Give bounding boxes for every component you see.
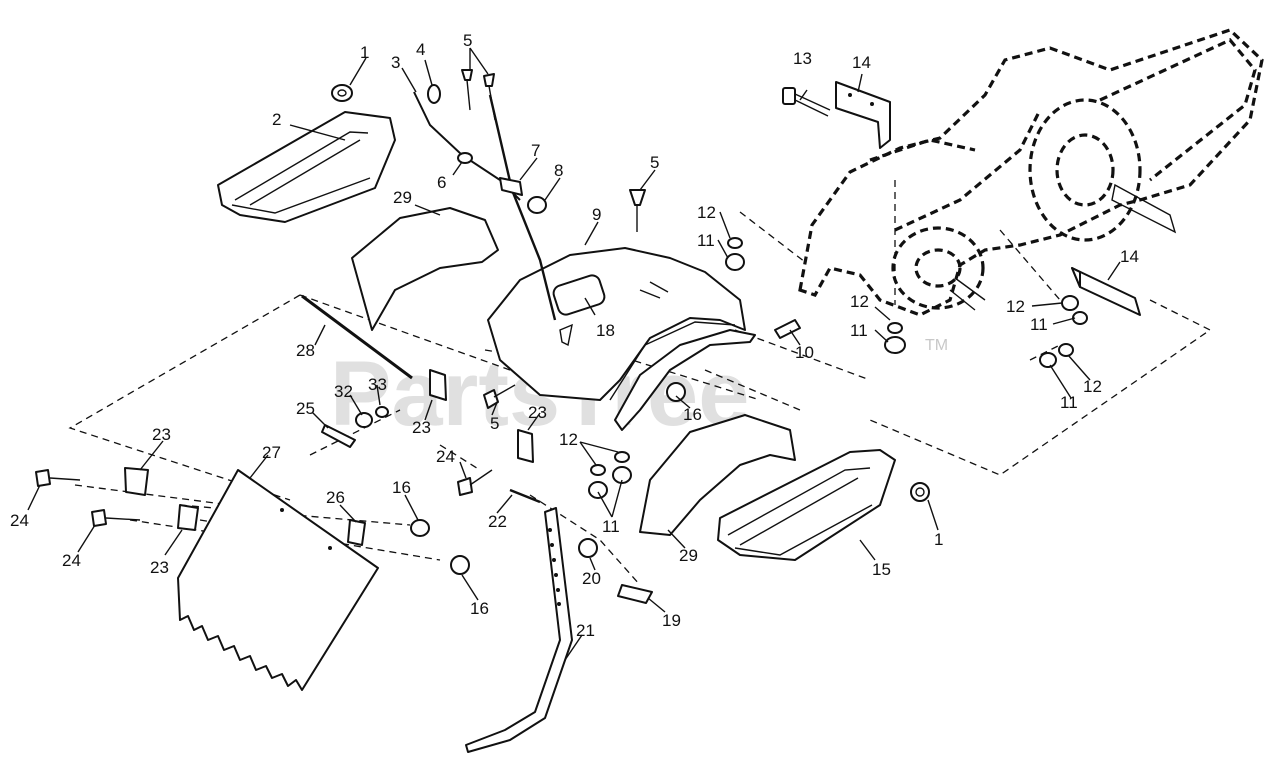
- callout-26: 26: [326, 488, 345, 507]
- callout-11-b: 11: [850, 321, 868, 340]
- callout-29-upper: 29: [393, 188, 412, 207]
- callout-4: 4: [416, 40, 425, 59]
- callout-24-bottom: 24: [62, 551, 81, 570]
- callout-5-low: 5: [490, 414, 499, 433]
- callout-18: 18: [596, 321, 615, 340]
- callout-22: 22: [488, 512, 507, 531]
- watermark-trademark: TM: [925, 337, 948, 354]
- callout-11-d: 11: [1060, 393, 1078, 412]
- hood-liner: [614, 329, 756, 431]
- callout-32: 32: [334, 382, 353, 401]
- callout-12-d: 12: [1083, 377, 1102, 396]
- side-shield-2: [217, 111, 396, 223]
- callout-2: 2: [272, 110, 281, 129]
- callout-11-a: 11: [697, 231, 715, 250]
- tine-hood-9: [487, 247, 746, 401]
- callout-12-a: 12: [697, 203, 716, 222]
- callout-23-mid: 23: [528, 403, 547, 422]
- callout-1-left: 1: [360, 43, 369, 62]
- callout-13: 13: [793, 49, 812, 68]
- fender-29-upper: [351, 207, 499, 331]
- callout-14-upper: 14: [852, 53, 871, 72]
- callout-5-top: 5: [463, 31, 472, 50]
- callout-15: 15: [872, 560, 891, 579]
- callout-23-bottom-left: 23: [150, 558, 169, 577]
- callout-numbers: 1 2 3 4 5 6 7 8 9 5 29 13 14 14 12 11 12…: [10, 31, 1139, 640]
- callout-25: 25: [296, 399, 315, 418]
- callout-27: 27: [262, 443, 281, 462]
- callout-23-left: 23: [412, 418, 431, 437]
- callout-16-left: 16: [392, 478, 411, 497]
- callout-23-top-left: 23: [152, 425, 171, 444]
- callout-16-bottom: 16: [470, 599, 489, 618]
- callout-7: 7: [531, 141, 540, 160]
- callout-24-left: 24: [10, 511, 29, 530]
- callout-24-mid: 24: [436, 447, 455, 466]
- bolt-13: [782, 87, 831, 117]
- callout-8: 8: [554, 161, 563, 180]
- callout-12-c: 12: [1006, 297, 1025, 316]
- leader-lines: [27, 47, 1121, 661]
- bracket-14-upper: [835, 81, 891, 149]
- tiller-body-outline: [798, 28, 1264, 317]
- callout-28: 28: [296, 341, 315, 360]
- callout-12-e: 12: [559, 430, 578, 449]
- callout-29-lower: 29: [679, 546, 698, 565]
- callout-9: 9: [592, 205, 601, 224]
- callout-11-c: 11: [1030, 315, 1048, 334]
- callout-20: 20: [582, 569, 601, 588]
- callout-1-right: 1: [934, 530, 943, 549]
- fender-29-lower: [639, 414, 796, 536]
- rear-shield-27: [177, 469, 379, 691]
- side-shield-15: [717, 449, 896, 561]
- nut-1-right: [910, 482, 930, 502]
- nut-1-left: [331, 84, 353, 102]
- bracket-14-right: [1071, 267, 1141, 316]
- callout-10: 10: [795, 343, 814, 362]
- callout-14-right: 14: [1120, 247, 1139, 266]
- callout-16-mid: 16: [683, 405, 702, 424]
- callout-5-mid: 5: [650, 153, 659, 172]
- callout-12-b: 12: [850, 292, 869, 311]
- callout-19: 19: [662, 611, 681, 630]
- hardware: [35, 69, 1088, 604]
- depth-bar-21: [465, 507, 573, 753]
- callout-33: 33: [368, 375, 387, 394]
- callout-3: 3: [391, 53, 400, 72]
- rod-28: [301, 294, 413, 380]
- callout-11-e: 11: [602, 517, 620, 536]
- callout-21: 21: [576, 621, 595, 640]
- callout-6: 6: [437, 173, 446, 192]
